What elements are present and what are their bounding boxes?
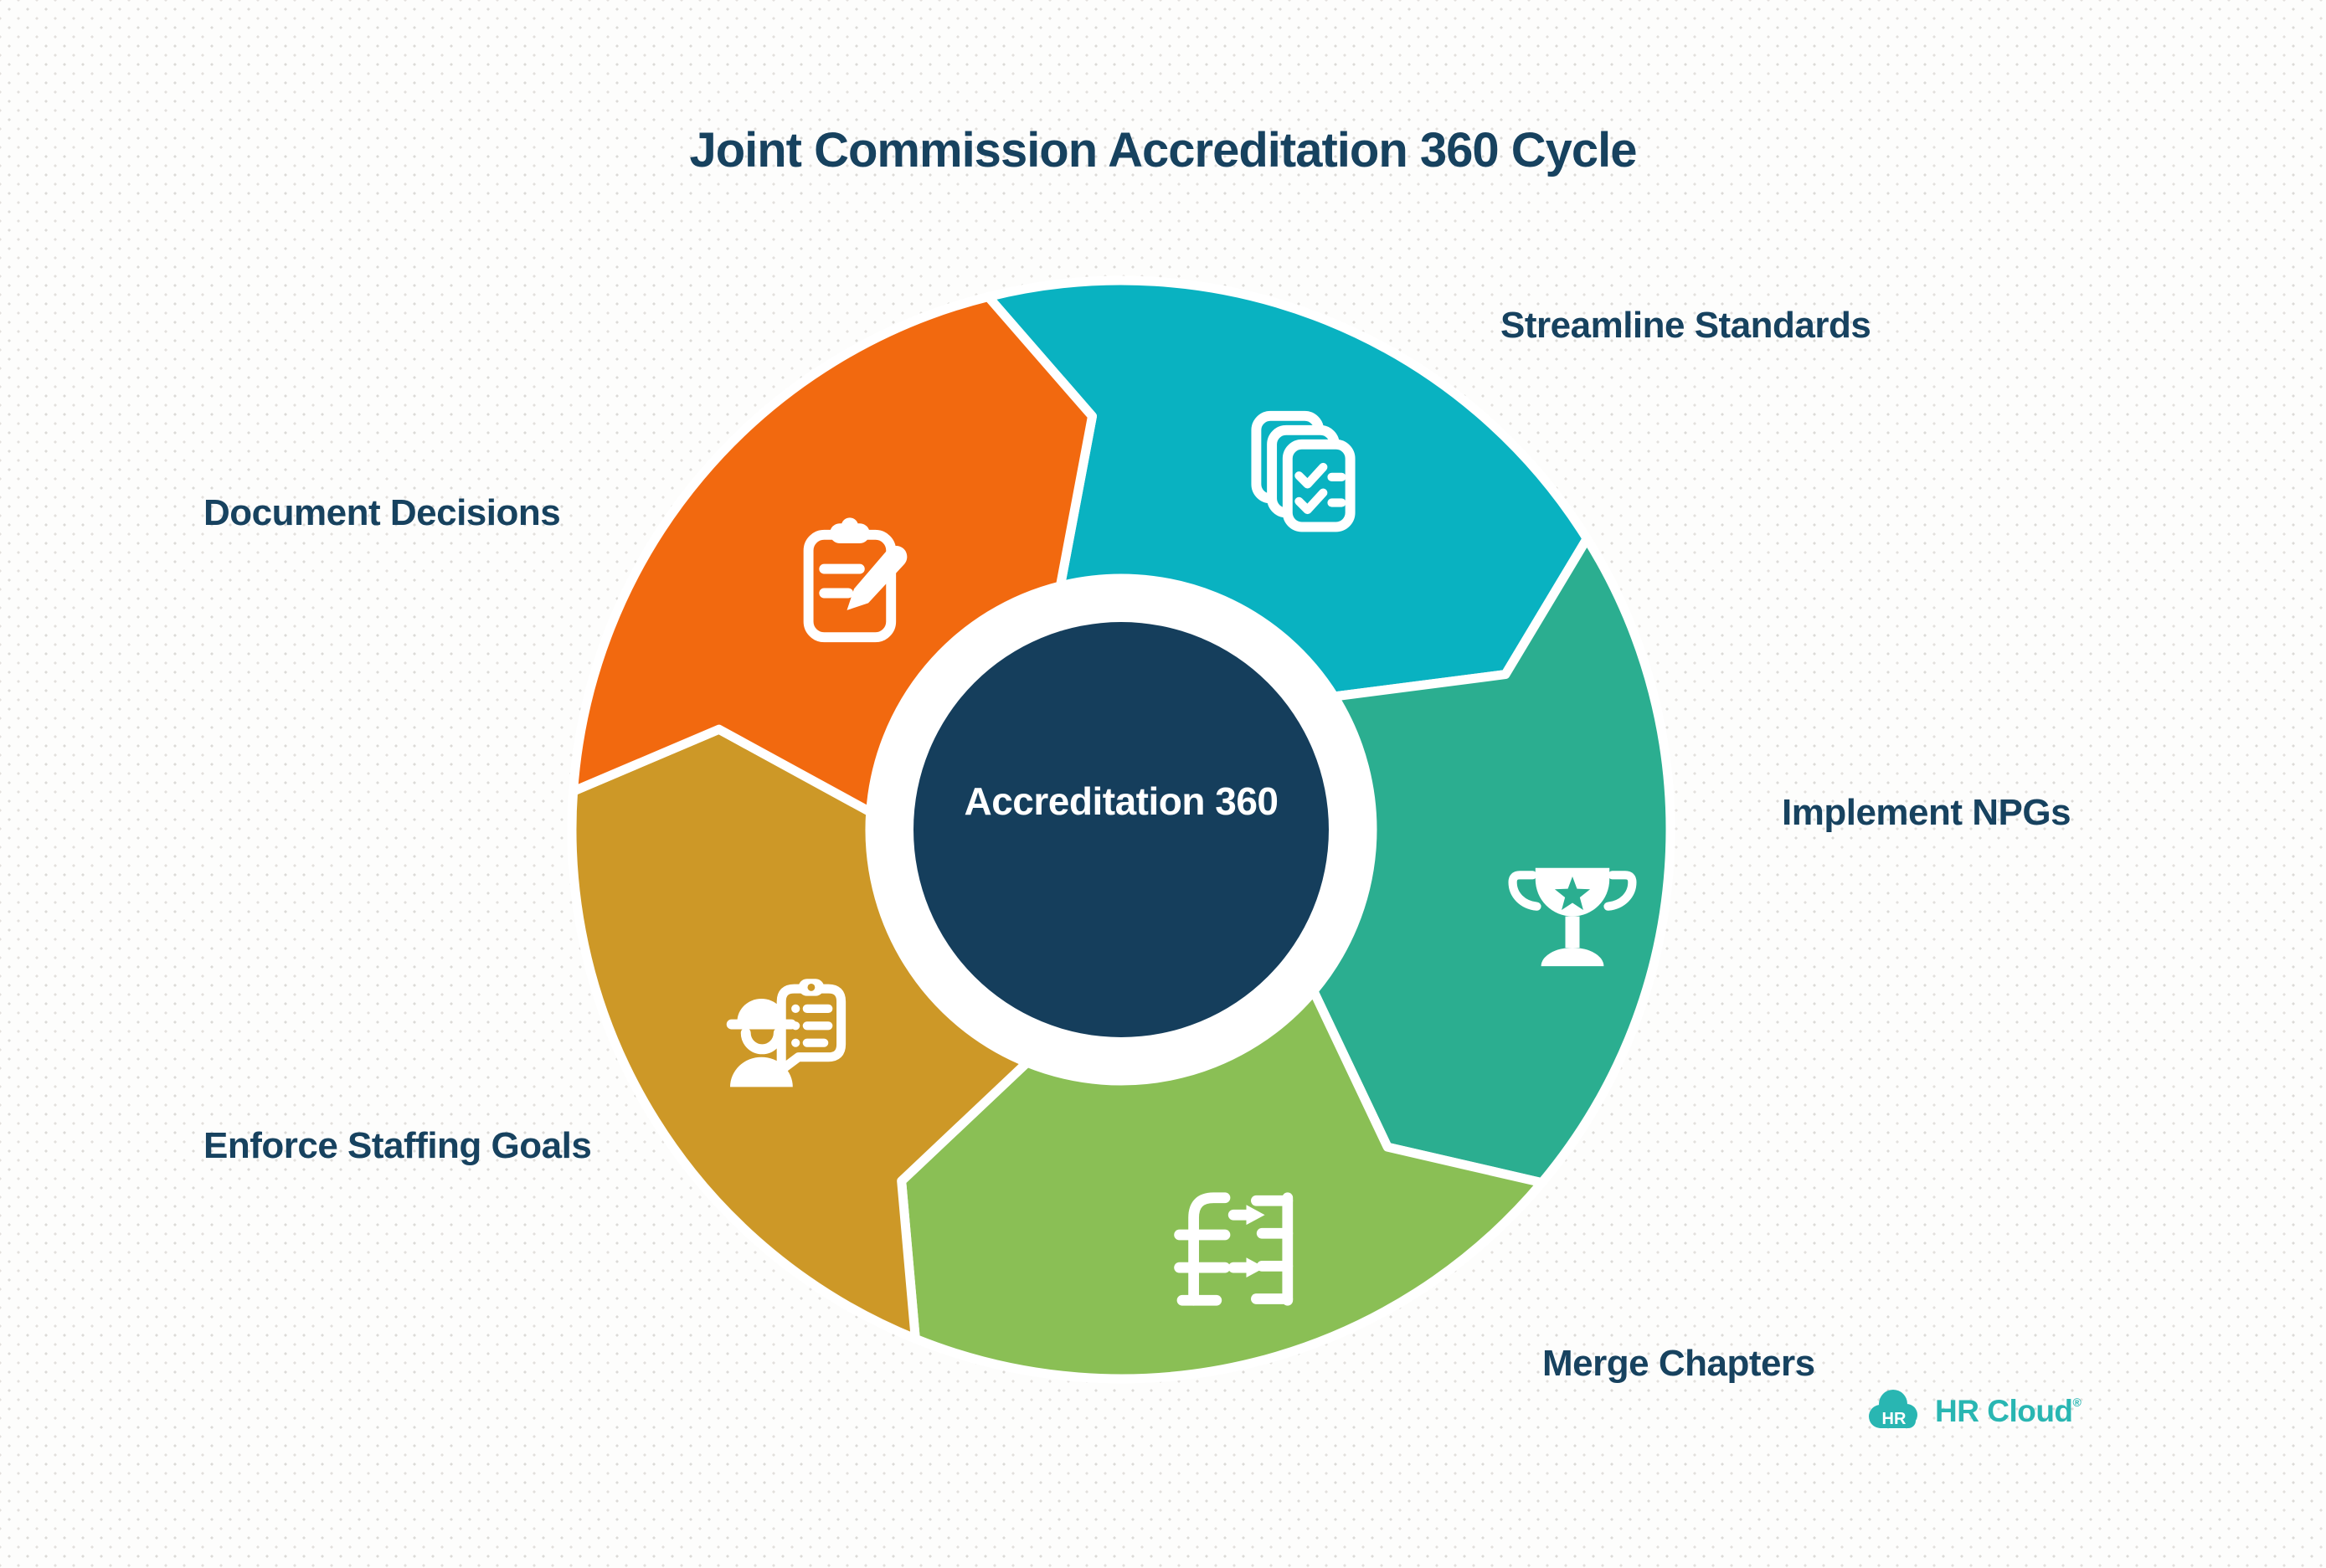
checklist-docs-icon bbox=[1251, 410, 1356, 532]
page-title: Joint Commission Accreditation 360 Cycle bbox=[689, 123, 1637, 177]
label-enforce-staffing-goals: Enforce Staffing Goals bbox=[203, 1125, 592, 1166]
center-label: Accreditation 360 bbox=[964, 779, 1279, 823]
logo-text: HR Cloud® bbox=[1935, 1393, 2082, 1428]
center-circle bbox=[913, 622, 1329, 1037]
label-merge-chapters: Merge Chapters bbox=[1542, 1343, 1815, 1384]
hr-cloud-logo: HR HR Cloud® bbox=[1865, 1386, 2082, 1435]
registered-mark: ® bbox=[2072, 1395, 2082, 1409]
label-streamline-standards: Streamline Standards bbox=[1500, 305, 1871, 346]
clipboard-pencil-icon bbox=[803, 517, 908, 643]
hr-cloud-cloud-icon: HR bbox=[1869, 1390, 1917, 1428]
logo-badge-text: HR bbox=[1882, 1410, 1907, 1428]
merge-flow-icon bbox=[1174, 1192, 1294, 1306]
label-implement-npgs: Implement NPGs bbox=[1782, 792, 2071, 833]
worker-checklist-icon bbox=[726, 979, 847, 1087]
trophy-icon bbox=[1508, 867, 1637, 967]
label-document-decisions: Document Decisions bbox=[203, 492, 561, 533]
